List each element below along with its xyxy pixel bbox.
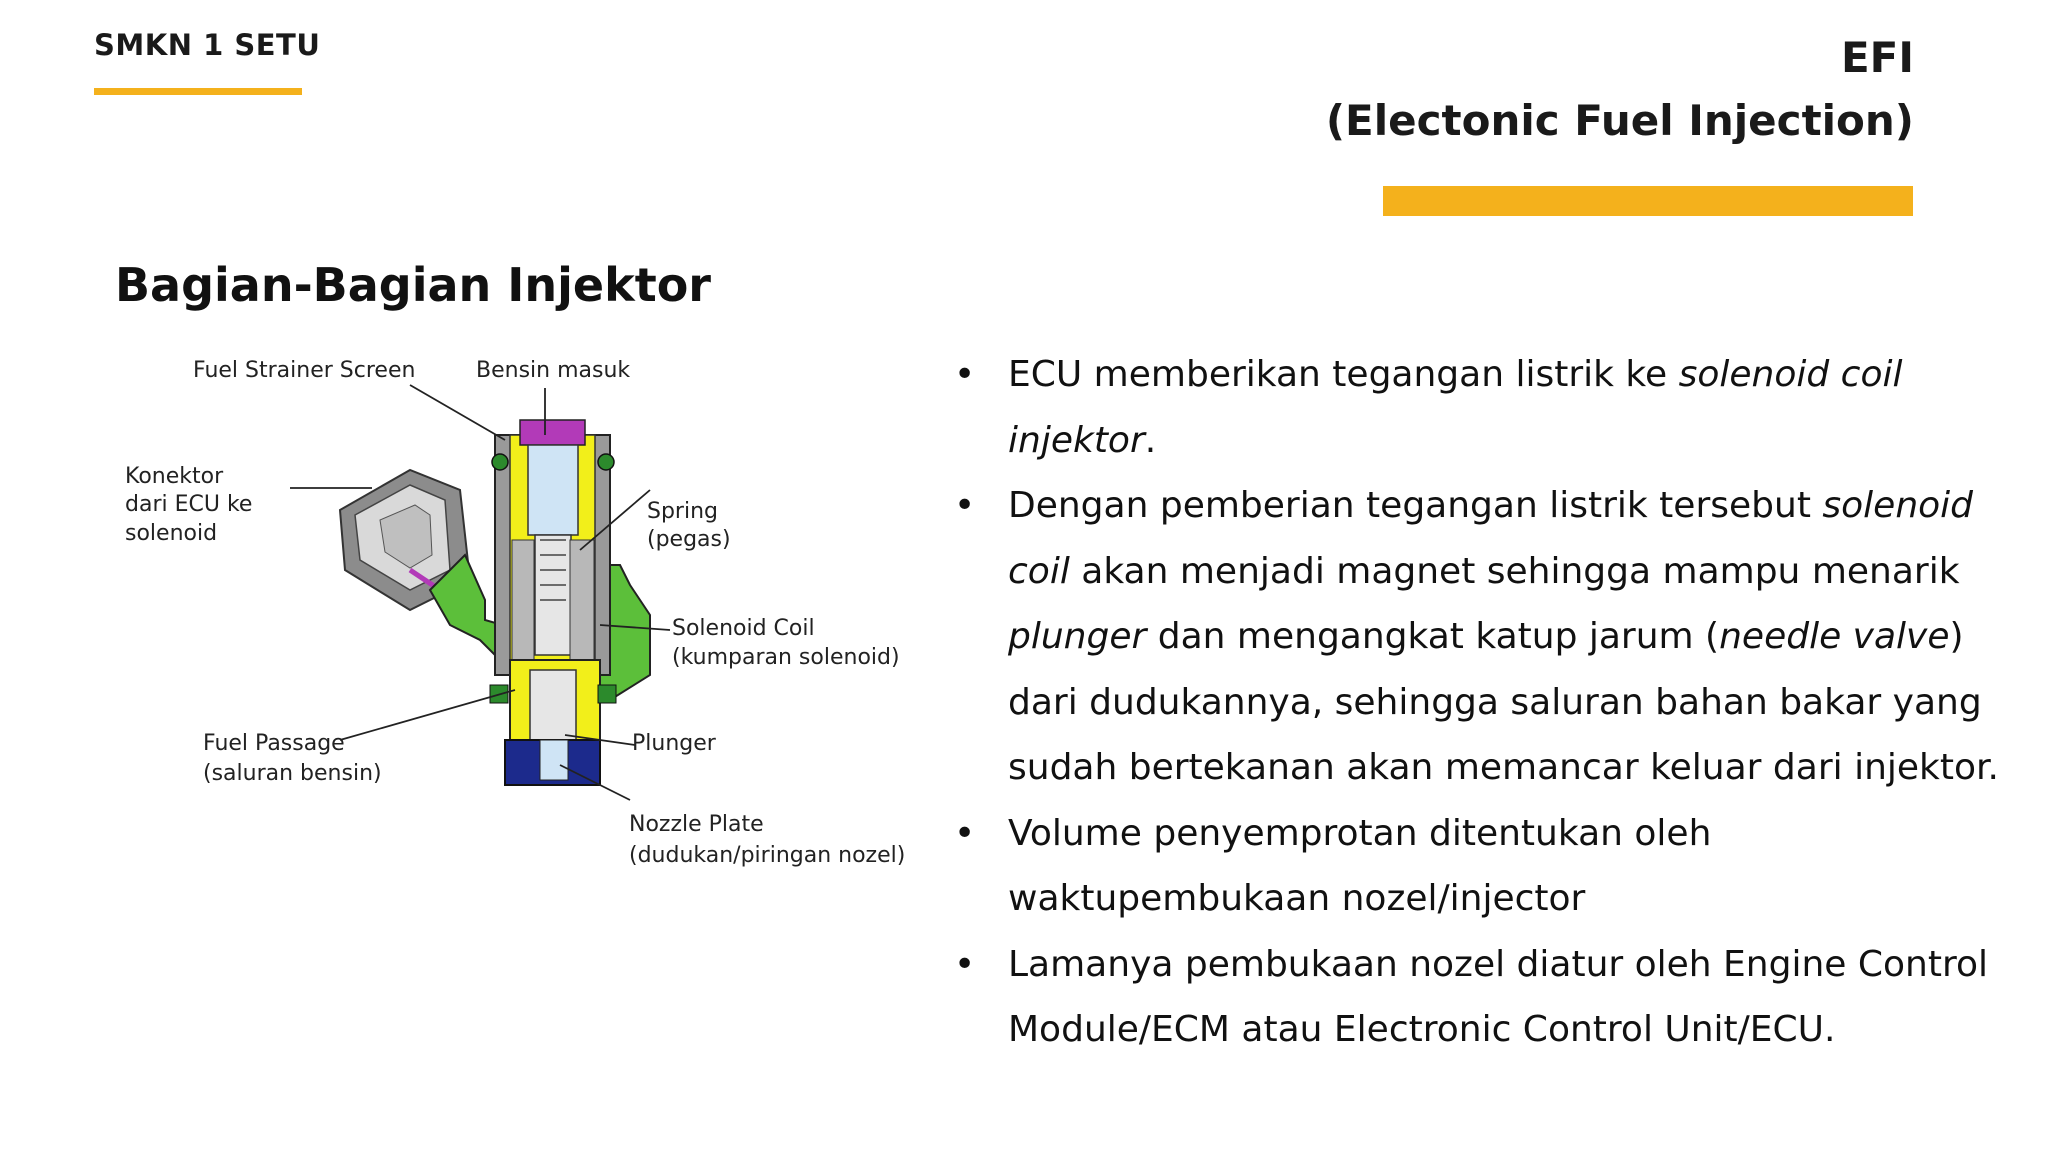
injector-body (428, 419, 651, 786)
bullet-text: Volume penyemprotan ditentukan oleh (1008, 812, 1712, 854)
label-solenoid-1: Solenoid Coil (672, 616, 815, 641)
bullet-text: akan menjadi magnet sehingga mampu menar… (1069, 550, 1960, 592)
section-heading: Bagian-Bagian Injektor (115, 258, 711, 312)
label-plunger: Plunger (632, 731, 717, 756)
bullet-text: dari dudukannya, sehingga saluran bahan … (1008, 681, 1982, 723)
bullet-italic: solenoid coil (1678, 354, 1903, 395)
title-line-1: EFI (1840, 33, 1914, 82)
bullet-item: • Volume penyemprotan ditentukan oleh wakt… (940, 801, 2030, 932)
bullet-text: waktupembukaan nozel/injector (1008, 878, 1586, 919)
bullet-italic: injektor (1008, 419, 1145, 461)
label-nozzle-2: (dudukan/piringan nozel) (629, 843, 905, 868)
label-solenoid-2: (kumparan solenoid) (672, 645, 900, 670)
label-spring-1: Spring (647, 499, 718, 524)
bullet-italic: plunger (1008, 616, 1147, 657)
school-underline (94, 88, 302, 95)
bullet-item: • Lamanya pembukaan nozel diatur oleh Eng… (940, 932, 2030, 1063)
bullet-item: • ECU memberikan tegangan listrik ke sole… (940, 342, 2030, 473)
bullet-marker: • (954, 943, 976, 985)
label-bensin-masuk: Bensin masuk (476, 358, 630, 383)
bullet-italic: coil (1008, 550, 1070, 592)
leader-lines (290, 384, 671, 801)
bullet-text: . (1144, 419, 1157, 461)
title-underline (1383, 186, 1913, 216)
label-konektor-2: dari ECU ke (125, 492, 252, 517)
bullet-text: Lamanya pembukaan nozel diatur oleh Engi… (1008, 943, 1989, 985)
bullet-marker: • (954, 485, 976, 526)
bullet-text: ECU memberikan tegangan listrik ke (1008, 354, 1679, 395)
bullet-text: sudah bertekanan akan memancar keluar da… (1008, 747, 1999, 788)
label-fuel-strainer: Fuel Strainer Screen (193, 358, 415, 383)
label-fuel-passage-2: (saluran bensin) (203, 761, 382, 786)
bullet-marker: • (954, 354, 976, 395)
bullet-list: • ECU memberikan tegangan listrik ke sole… (940, 342, 2030, 1063)
label-fuel-passage-1: Fuel Passage (203, 731, 345, 756)
label-konektor-3: solenoid (125, 521, 217, 546)
bullet-marker: • (954, 812, 976, 854)
label-spring-2: (pegas) (647, 527, 731, 552)
bullet-italic: solenoid (1822, 485, 1974, 526)
connector-housing (338, 468, 472, 612)
title-line-2: (Electonic Fuel Injection) (1325, 96, 1914, 145)
injector-diagram: Fuel Strainer Screen Bensin masuk Konekt… (125, 358, 905, 868)
bullet-text: Dengan pemberian tegangan listrik terseb… (1008, 485, 1823, 526)
bullet-italic: needle valve (1719, 616, 1950, 657)
slide-title: EFI (Electonic Fuel Injection) (1326, 30, 1914, 156)
bullet-item: • Dengan pemberian tegangan listrik terse… (940, 473, 2030, 801)
label-nozzle-1: Nozzle Plate (629, 812, 764, 837)
bullet-text: dan mengangkat katup jarum ( (1146, 616, 1720, 657)
bullet-text: Module/ECM atau Electronic Control Unit/… (1008, 1009, 1836, 1050)
bullet-text: ) (1949, 616, 1964, 657)
school-name: SMKN 1 SETU (94, 28, 321, 62)
label-konektor-1: Konektor (125, 464, 224, 489)
